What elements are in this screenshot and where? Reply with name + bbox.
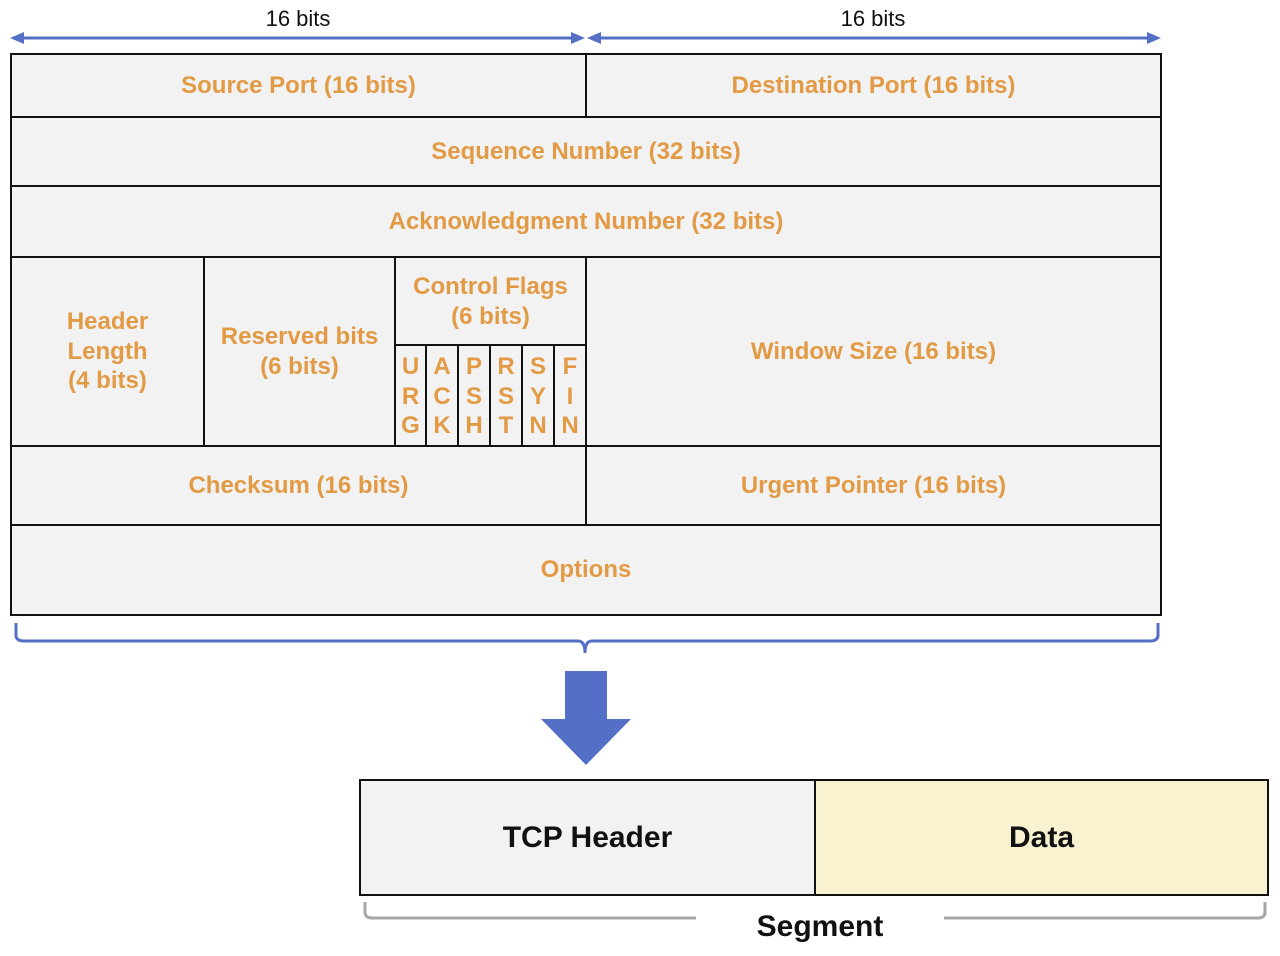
header-brace bbox=[14, 623, 1160, 654]
flag-rst-char-1: R bbox=[497, 353, 515, 380]
flag-ack-char-2: C bbox=[433, 382, 451, 410]
checksum-field: Checksum (16 bits) bbox=[10, 445, 587, 526]
flag-urg-char-2: R bbox=[401, 382, 420, 410]
flag-urg: U R G bbox=[396, 346, 425, 445]
source-port-label: Source Port (16 bits) bbox=[181, 71, 416, 99]
flag-rst: R S T bbox=[491, 346, 521, 445]
source-port-field: Source Port (16 bits) bbox=[10, 53, 587, 118]
flag-separator-4 bbox=[521, 344, 523, 447]
flag-syn-char-2: Y bbox=[529, 382, 546, 410]
flag-urg-char-1: U bbox=[401, 353, 420, 380]
left-arrow-head-right bbox=[571, 32, 585, 44]
segment-bracket-right bbox=[944, 902, 1267, 920]
sequence-number-label: Sequence Number (32 bits) bbox=[431, 137, 741, 165]
flag-separator-5 bbox=[553, 344, 555, 447]
flag-urg-char-3: G bbox=[401, 412, 420, 439]
segment-bracket bbox=[363, 902, 1267, 920]
flag-fin-char-2: I bbox=[566, 382, 574, 410]
down-arrow-icon bbox=[541, 671, 631, 765]
left-bit-width-label: 16 bits bbox=[265, 6, 331, 31]
header-brace-and-arrow bbox=[14, 623, 1160, 765]
sequence-number-field: Sequence Number (32 bits) bbox=[10, 116, 1162, 187]
flag-fin-char-3: N bbox=[561, 412, 579, 439]
window-size-field: Window Size (16 bits) bbox=[585, 256, 1162, 447]
segment-bracket-left bbox=[363, 902, 696, 920]
data-label: Data bbox=[1008, 820, 1075, 854]
urgent-pointer-field: Urgent Pointer (16 bits) bbox=[585, 445, 1162, 526]
reserved-bits-line-1: Reserved bits bbox=[220, 323, 379, 350]
right-arrow-head-left bbox=[587, 32, 601, 44]
data-block: Data bbox=[814, 779, 1269, 896]
header-length-line-1: Header bbox=[66, 308, 149, 336]
header-length-line-3: (4 bits) bbox=[68, 367, 147, 395]
tcp-header-block: TCP Header bbox=[359, 779, 816, 896]
flag-psh-char-3: H bbox=[465, 412, 483, 439]
flag-separator-3 bbox=[489, 344, 491, 447]
flag-syn: S Y N bbox=[523, 346, 553, 445]
flag-syn-char-3: N bbox=[529, 412, 547, 439]
flag-psh: P S H bbox=[459, 346, 489, 445]
flag-syn-char-1: S bbox=[529, 353, 546, 380]
options-label: Options bbox=[540, 556, 632, 583]
header-length-field: Header Length (4 bits) bbox=[10, 256, 205, 447]
flag-rst-char-2: S bbox=[497, 382, 514, 410]
left-arrow-head-left bbox=[10, 32, 24, 44]
flag-rst-char-3: T bbox=[498, 412, 514, 439]
checksum-label: Checksum (16 bits) bbox=[188, 471, 409, 499]
flag-separator-2 bbox=[457, 344, 459, 447]
reserved-bits-field: Reserved bits (6 bits) bbox=[203, 256, 396, 447]
flag-fin: F I N bbox=[555, 346, 585, 445]
header-length-line-2: Length bbox=[67, 337, 148, 365]
ack-number-label: Acknowledgment Number (32 bits) bbox=[388, 207, 784, 235]
flag-fin-char-1: F bbox=[562, 353, 578, 380]
right-arrow-head-right bbox=[1147, 32, 1161, 44]
ack-number-field: Acknowledgment Number (32 bits) bbox=[10, 185, 1162, 258]
urgent-pointer-label: Urgent Pointer (16 bits) bbox=[740, 471, 1007, 499]
bit-width-arrows bbox=[10, 32, 1161, 44]
destination-port-field: Destination Port (16 bits) bbox=[585, 53, 1162, 118]
destination-port-label: Destination Port (16 bits) bbox=[731, 71, 1016, 99]
control-flags-line-1: Control Flags bbox=[413, 273, 568, 300]
segment-label: Segment bbox=[756, 910, 884, 943]
flag-psh-char-2: S bbox=[465, 382, 482, 410]
reserved-bits-line-2: (6 bits) bbox=[260, 352, 339, 380]
flag-psh-char-1: P bbox=[465, 353, 482, 380]
flag-ack-char-1: A bbox=[433, 353, 451, 380]
options-field: Options bbox=[10, 524, 1162, 616]
right-bit-width-label: 16 bits bbox=[840, 6, 906, 31]
window-size-label: Window Size (16 bits) bbox=[750, 337, 997, 365]
tcp-header-label: TCP Header bbox=[502, 820, 673, 854]
flag-ack-char-3: K bbox=[433, 412, 451, 439]
flag-separator-1 bbox=[425, 344, 427, 447]
flag-ack: A C K bbox=[427, 346, 457, 445]
control-flags-line-2: (6 bits) bbox=[451, 302, 530, 330]
